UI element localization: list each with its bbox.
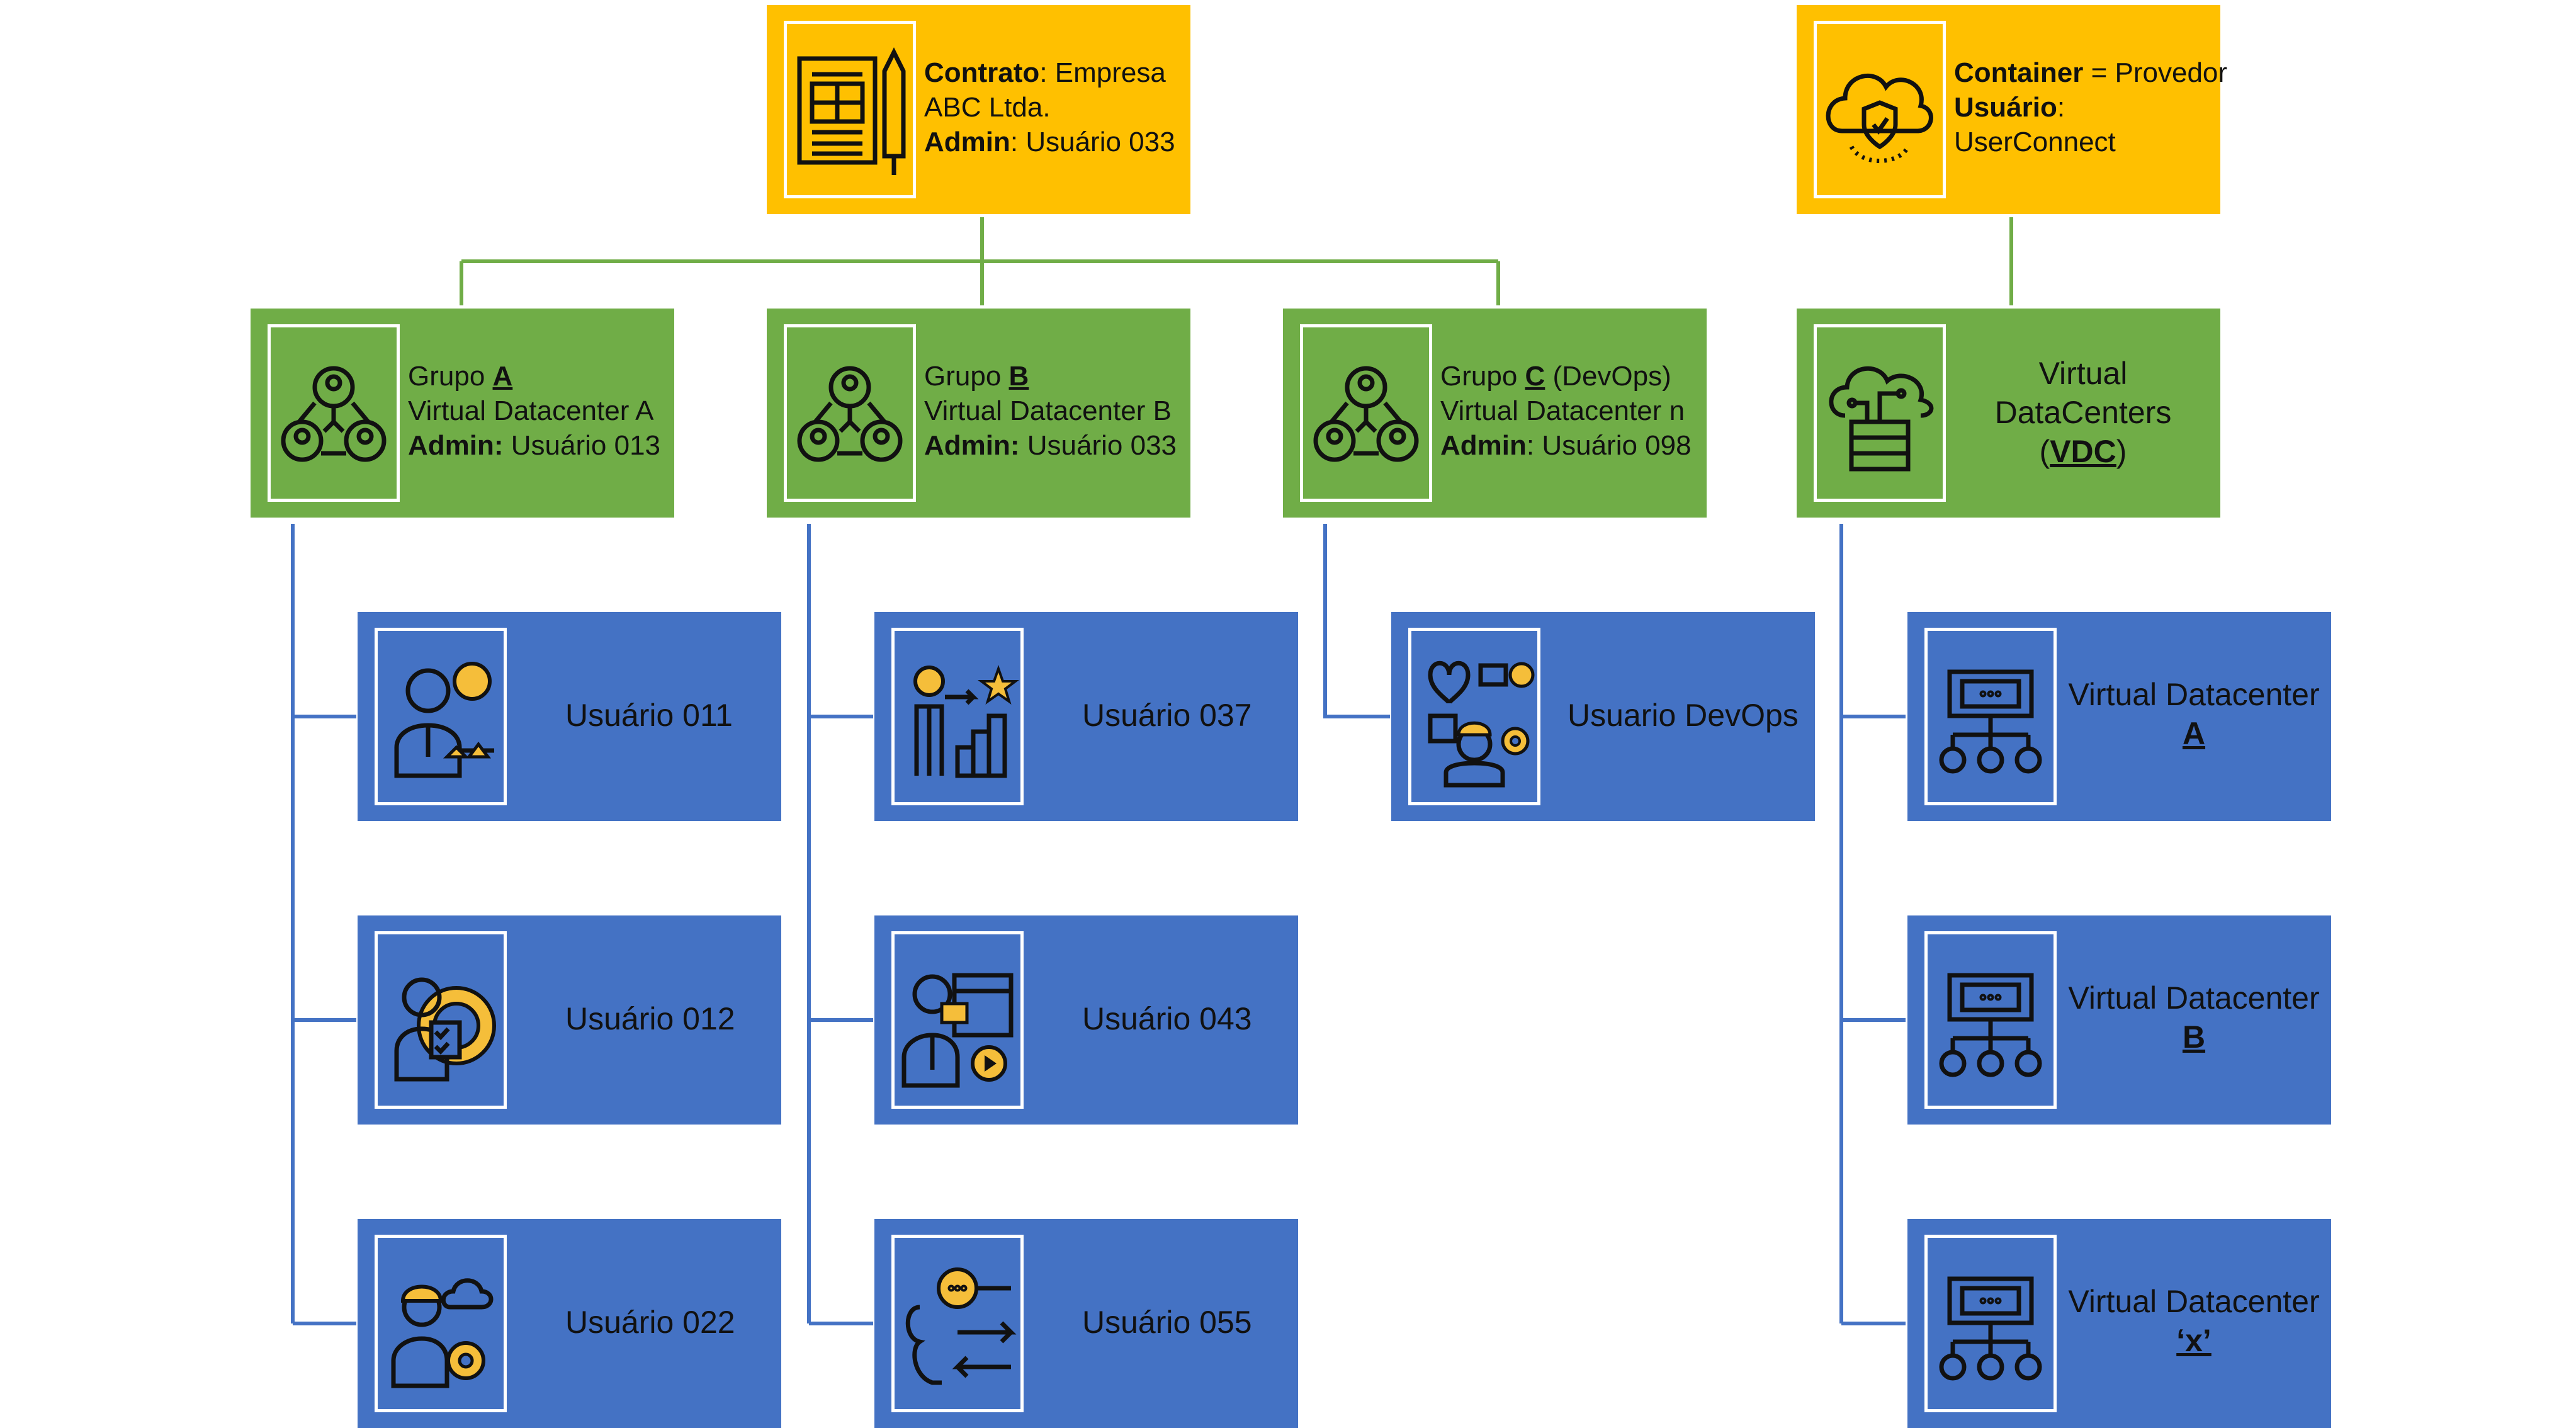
group-b-letter: B [1008,361,1029,392]
user-055-label: Usuário 055 [1082,1305,1252,1340]
group-b-admin-value: Usuário 033 [1019,430,1177,461]
group-c-label: Grupo [1440,361,1525,392]
developer-ideas-icon [1408,628,1540,805]
connector-group-c-users [1323,524,1390,718]
user-011-node: Usuário 011 [358,612,781,821]
group-a-letter: A [492,361,513,392]
datacenter-b-node: Virtual Datacenter B [1907,915,2331,1125]
contract-company-line2: ABC Ltda. [924,92,1051,123]
user-037-label: Usuário 037 [1082,698,1252,733]
user-043-label: Usuário 043 [1082,1001,1252,1036]
vdc-header-abbr: VDC [2050,434,2116,469]
group-c-admin-value: : Usuário 098 [1526,430,1692,461]
group-b-vdc: Virtual Datacenter B [924,395,1172,426]
group-c-text: Grupo C (DevOps) Virtual Datacenter n Ad… [1440,359,1692,463]
datacenter-x-letter: ‘x’ [2176,1323,2212,1358]
group-network-icon [1300,324,1432,502]
contract-admin-label: Admin [924,127,1010,157]
group-a-vdc: Virtual Datacenter A [408,395,654,426]
contract-document-icon [784,21,916,198]
datacenter-a-label: Virtual Datacenter A [2062,675,2326,753]
container-user-name: UserConnect [1954,127,2116,157]
datacenter-x-line1: Virtual Datacenter [2068,1284,2320,1319]
contract-admin-value: : Usuário 033 [1010,127,1175,157]
connector-contract-groups [460,217,1500,305]
cloud-server-icon [1814,324,1946,502]
contract-company: : Empresa [1039,57,1166,88]
user-011-label: Usuário 011 [565,698,733,733]
datacenter-x-node: Virtual Datacenter ‘x’ [1907,1219,2331,1428]
datacenter-a-line1: Virtual Datacenter [2068,677,2320,712]
contract-label: Contrato [924,57,1040,88]
datacenter-network-icon [1924,931,2057,1109]
vdc-header-open-paren: ( [2039,434,2050,469]
user-043-node: Usuário 043 [874,915,1298,1125]
vdc-header-close-paren: ) [2116,434,2127,469]
group-a-admin-label: Admin: [408,430,504,461]
group-c-node: Grupo C (DevOps) Virtual Datacenter n Ad… [1283,309,1707,518]
group-c-admin-label: Admin [1440,430,1527,461]
vdc-header-line2: DataCenters [1994,395,2172,430]
group-c-vdc: Virtual Datacenter n [1440,395,1685,426]
datacenter-a-node: Virtual Datacenter A [1907,612,2331,821]
user-037-node: Usuário 037 [874,612,1298,821]
datacenter-x-label: Virtual Datacenter ‘x’ [2062,1282,2326,1360]
group-a-node: Grupo A Virtual Datacenter A Admin: Usuá… [251,309,674,518]
datacenter-a-letter: A [2182,716,2206,751]
datacenter-b-label: Virtual Datacenter B [2062,978,2326,1057]
group-c-suffix: (DevOps) [1545,361,1671,392]
businessman-gear-checklist-icon [375,931,507,1109]
datacenter-b-letter: B [2182,1019,2206,1055]
connector-group-b-users [807,524,873,1325]
user-devops-label: Usuario DevOps [1568,698,1799,733]
user-055-node: Usuário 055 [874,1219,1298,1428]
connector-vdc-datacenters [1839,524,1906,1325]
user-022-label: Usuário 022 [565,1305,735,1340]
user-search-arrows-icon [891,1235,1024,1412]
user-012-node: Usuário 012 [358,915,781,1125]
user-012-label: Usuário 012 [565,1001,735,1036]
group-network-icon [268,324,400,502]
datacenter-network-icon [1924,628,2057,805]
businessman-growth-chart-icon [891,628,1024,805]
container-user-colon: : [2057,92,2065,123]
group-a-text: Grupo A Virtual Datacenter A Admin: Usuá… [408,359,660,463]
group-a-label: Grupo [408,361,493,392]
user-022-node: Usuário 022 [358,1219,781,1428]
group-b-admin-label: Admin: [924,430,1020,461]
container-node: Container = Provedor Usuário: UserConnec… [1797,5,2227,214]
cloud-shield-icon [1814,21,1946,198]
presenter-video-icon [891,931,1024,1109]
container-value: = Provedor [2083,57,2228,88]
group-b-text: Grupo B Virtual Datacenter B Admin: Usuá… [924,359,1177,463]
user-devops-node: Usuario DevOps [1391,612,1815,821]
group-b-label: Grupo [924,361,1009,392]
datacenter-network-icon [1924,1235,2057,1412]
connector-group-a-users [291,524,356,1325]
contract-node: Contrato: Empresa ABC Ltda. Admin: Usuár… [767,5,1190,214]
vdc-header-text: Virtual DataCenters (VDC) [1946,354,2220,471]
group-a-admin-value: Usuário 013 [503,430,661,461]
group-network-icon [784,324,916,502]
container-user-label: Usuário [1954,92,2057,123]
vdc-header-node: Virtual DataCenters (VDC) [1797,309,2220,518]
group-c-letter: C [1525,361,1545,392]
datacenter-b-line1: Virtual Datacenter [2068,980,2320,1016]
contract-text: Contrato: Empresa ABC Ltda. Admin: Usuár… [924,55,1175,159]
container-text: Container = Provedor Usuário: UserConnec… [1954,55,2227,159]
worker-cloud-gear-icon [375,1235,507,1412]
container-label: Container [1954,57,2084,88]
businessman-idea-icon [375,628,507,805]
group-b-node: Grupo B Virtual Datacenter B Admin: Usuá… [767,309,1190,518]
vdc-header-line1: Virtual [2038,356,2128,391]
